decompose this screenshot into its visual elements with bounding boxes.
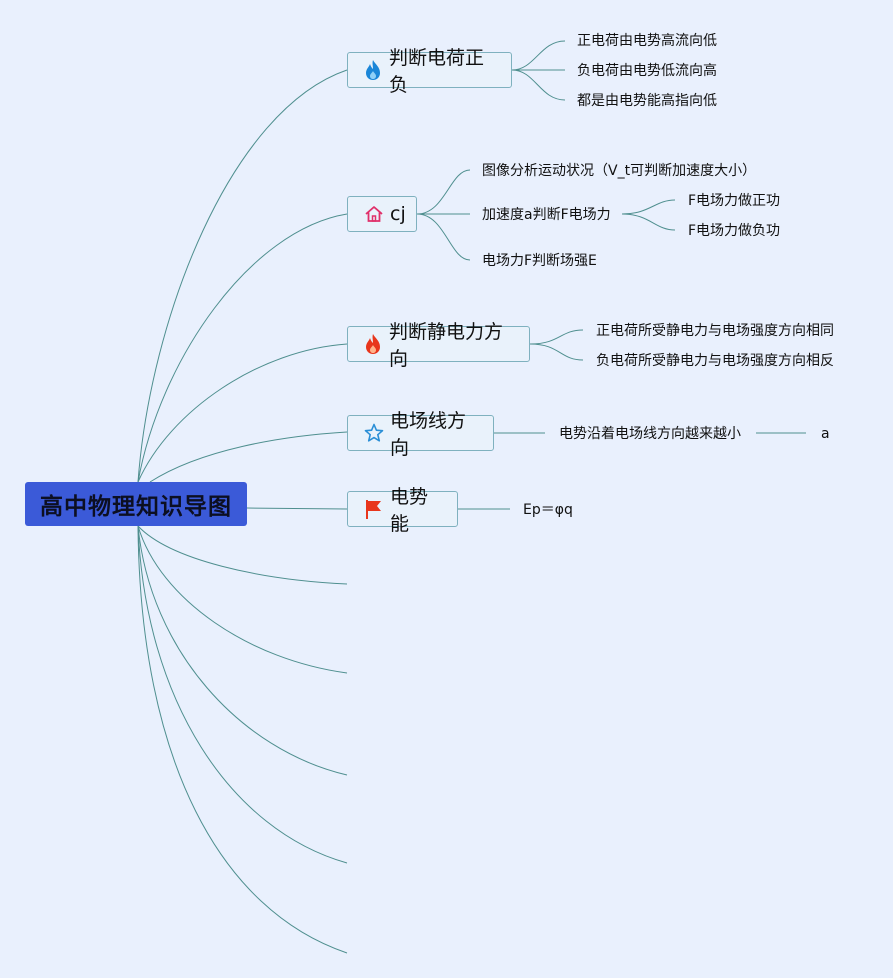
flag-icon xyxy=(364,498,384,520)
subtopic-node[interactable]: a xyxy=(821,426,830,442)
subtopic-node[interactable]: 电场力F判断场强E xyxy=(482,253,597,269)
fire-red-icon xyxy=(364,333,383,355)
subtopic-node[interactable]: 负电荷所受静电力与电场强度方向相反 xyxy=(596,353,834,369)
topic-node-3[interactable]: 判断静电力方向 xyxy=(347,321,530,370)
subtopic-node[interactable]: 图像分析运动状况（V_t可判断加速度大小） xyxy=(482,163,757,179)
topic-node-5[interactable]: 电势能 xyxy=(347,486,458,535)
branch-line-topic-5 xyxy=(246,507,348,510)
topic-label: 判断电荷正负 xyxy=(388,47,484,96)
topic-node-4[interactable]: 电场线方向 xyxy=(347,410,494,459)
branch-line-topic-2 xyxy=(137,213,348,483)
branch-line-empty-1 xyxy=(137,525,348,585)
topic-label: cj xyxy=(390,203,406,225)
subtopic-node[interactable]: Ep＝φq xyxy=(523,502,573,518)
subtopic-node[interactable]: 负电荷由电势低流向高 xyxy=(577,63,717,79)
topic-label: 电场线方向 xyxy=(390,410,467,459)
branch-line-empty-2 xyxy=(137,525,348,674)
subtopic-node[interactable]: F电场力做正功 xyxy=(688,193,781,209)
root-node[interactable]: 高中物理知识导图 xyxy=(25,482,247,526)
topic-node-2[interactable]: cj xyxy=(347,196,417,232)
branch-line-empty-3 xyxy=(137,525,348,776)
subtopic-node[interactable]: 正电荷由电势高流向低 xyxy=(577,33,717,49)
fire-blue-icon xyxy=(364,59,383,81)
topic-label: 电势能 xyxy=(390,486,429,535)
branch-line-topic-1 xyxy=(137,69,348,483)
subtopic-node[interactable]: 电势沿着电场线方向越来越小 xyxy=(559,426,741,442)
root-label: 高中物理知识导图 xyxy=(40,494,232,520)
subtopic-node[interactable]: 加速度a判断F电场力 xyxy=(482,207,611,223)
topic-node-1[interactable]: 判断电荷正负 xyxy=(347,47,512,96)
branch-line-topic-3 xyxy=(137,343,348,483)
branch-line-empty-4 xyxy=(137,525,348,864)
topic-label: 判断静电力方向 xyxy=(388,321,503,370)
star-icon xyxy=(364,422,384,444)
home-icon xyxy=(364,203,384,225)
subtopic-node[interactable]: F电场力做负功 xyxy=(688,223,781,239)
subtopic-node[interactable]: 正电荷所受静电力与电场强度方向相同 xyxy=(596,323,834,339)
branch-line-empty-5 xyxy=(137,525,348,954)
branch-line-topic-4 xyxy=(149,431,348,483)
subtopic-node[interactable]: 都是由电势能高指向低 xyxy=(577,93,717,109)
